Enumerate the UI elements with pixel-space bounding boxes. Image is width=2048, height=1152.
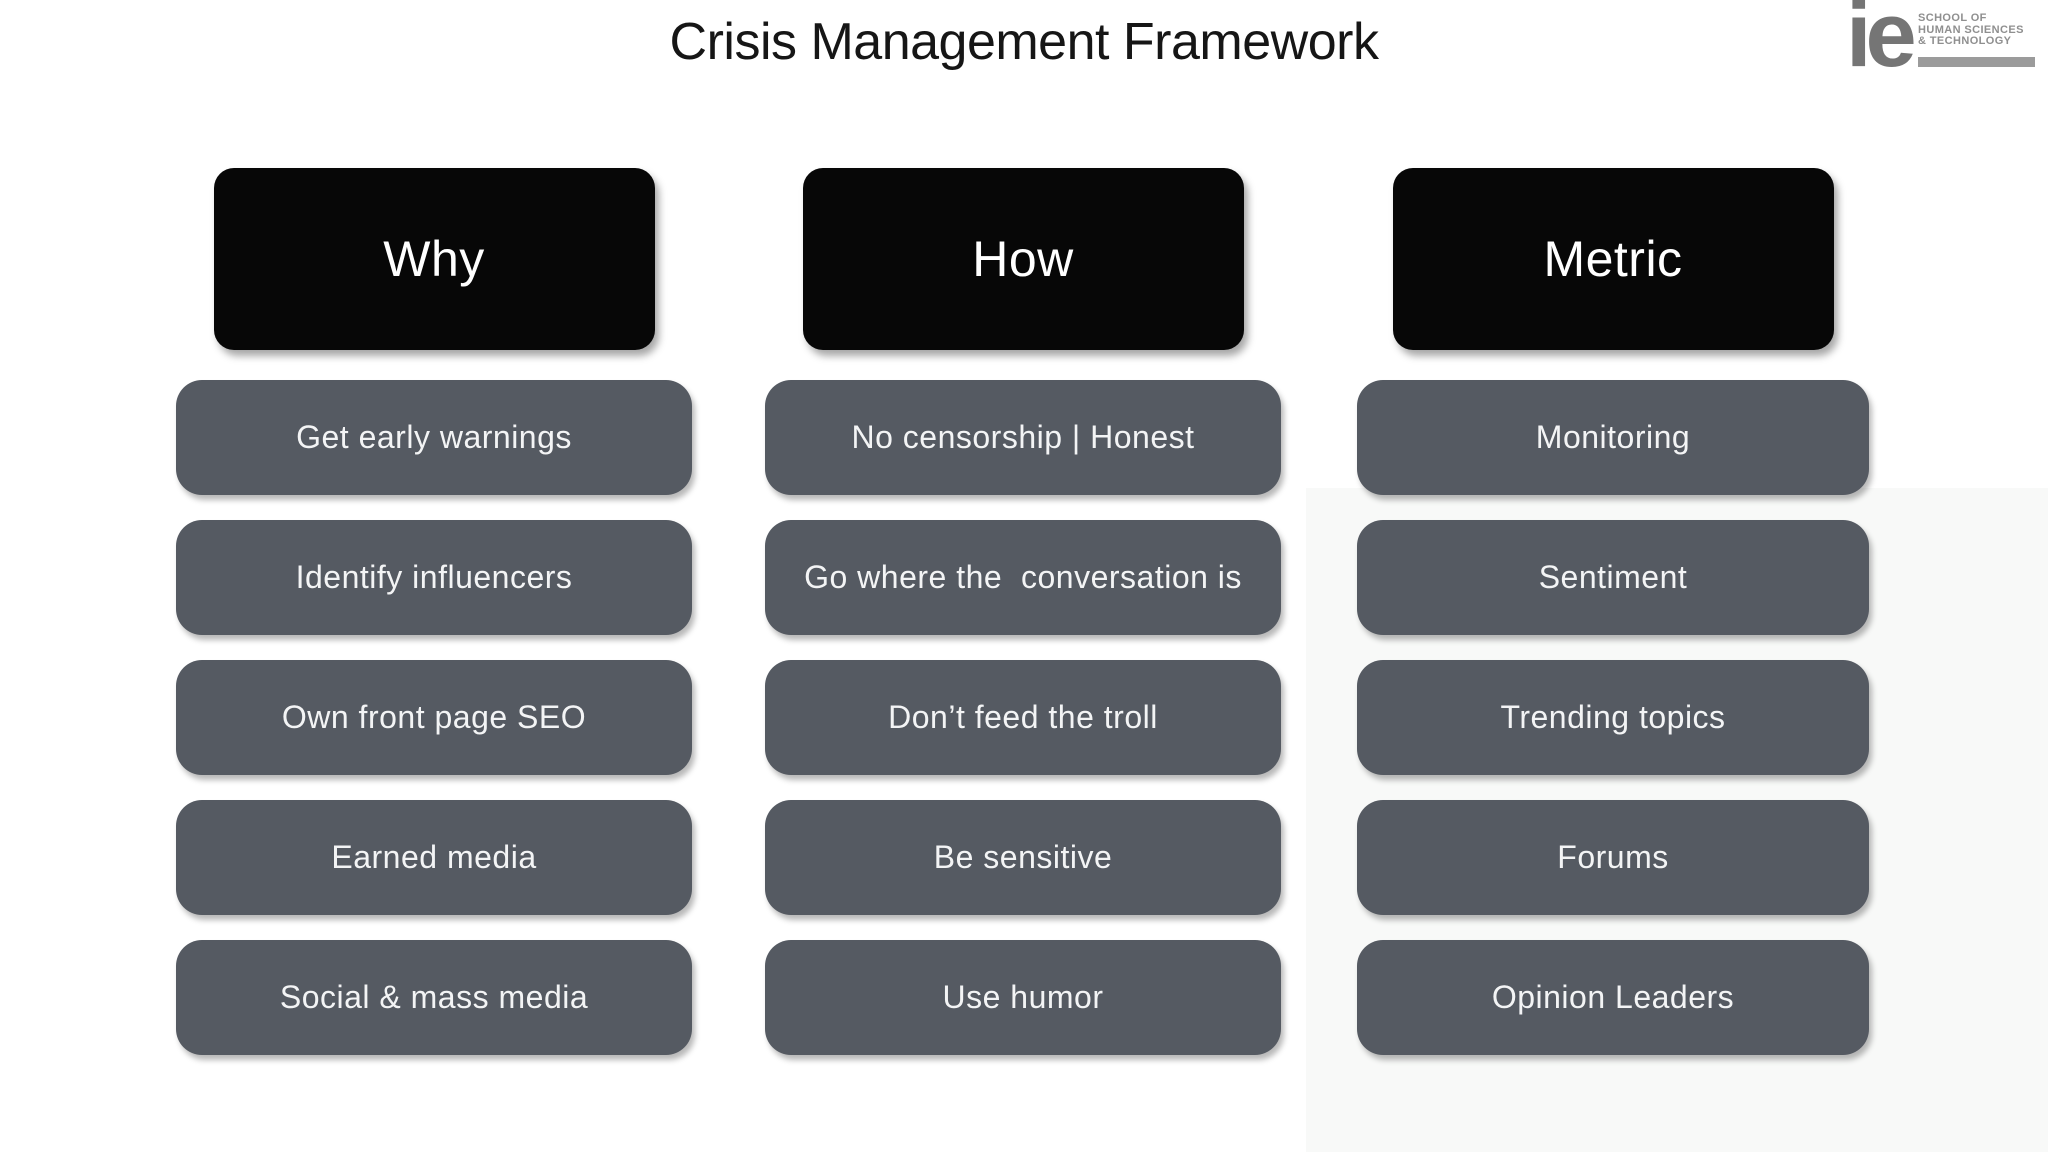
- column-header-why: Why: [213, 168, 655, 350]
- ie-logo-mark: ie: [1846, 0, 1917, 86]
- item-dont-feed-the-troll: Don’t feed the troll: [765, 660, 1281, 775]
- item-forums: Forums: [1357, 800, 1869, 915]
- item-trending-topics: Trending topics: [1357, 660, 1869, 775]
- item-monitoring: Monitoring: [1357, 380, 1869, 495]
- slide-title: Crisis Management Framework: [669, 13, 1379, 71]
- logo-line-2: HUMAN SCIENCES: [1918, 23, 2024, 36]
- logo-line-1: SCHOOL OF: [1918, 12, 1987, 24]
- item-earned-media: Earned media: [176, 800, 692, 915]
- column-metric: Metric Monitoring Sentiment Trending top…: [1357, 168, 1869, 1080]
- item-social-mass-media: Social & mass media: [176, 940, 692, 1055]
- item-identify-influencers: Identify influencers: [176, 520, 692, 635]
- item-be-sensitive: Be sensitive: [765, 800, 1281, 915]
- item-own-front-page-seo: Own front page SEO: [176, 660, 692, 775]
- column-header-how: How: [802, 168, 1244, 350]
- item-sentiment: Sentiment: [1357, 520, 1869, 635]
- logo-line-3: & TECHNOLOGY: [1918, 35, 2012, 47]
- item-use-humor: Use humor: [765, 940, 1281, 1055]
- logo-underline-bar: [1918, 57, 2035, 67]
- column-header-metric: Metric: [1392, 168, 1834, 350]
- item-no-censorship-honest: No censorship | Honest: [765, 380, 1281, 495]
- column-how: How No censorship | Honest Go where the …: [765, 168, 1281, 1080]
- ie-logo-school-name: SCHOOL OF HUMAN SCIENCES & TECHNOLOGY: [1918, 12, 2024, 48]
- column-why: Why Get early warnings Identify influenc…: [176, 168, 692, 1080]
- item-go-where-conversation-is: Go where the conversation is: [765, 520, 1281, 635]
- item-get-early-warnings: Get early warnings: [176, 380, 692, 495]
- item-opinion-leaders: Opinion Leaders: [1357, 940, 1869, 1055]
